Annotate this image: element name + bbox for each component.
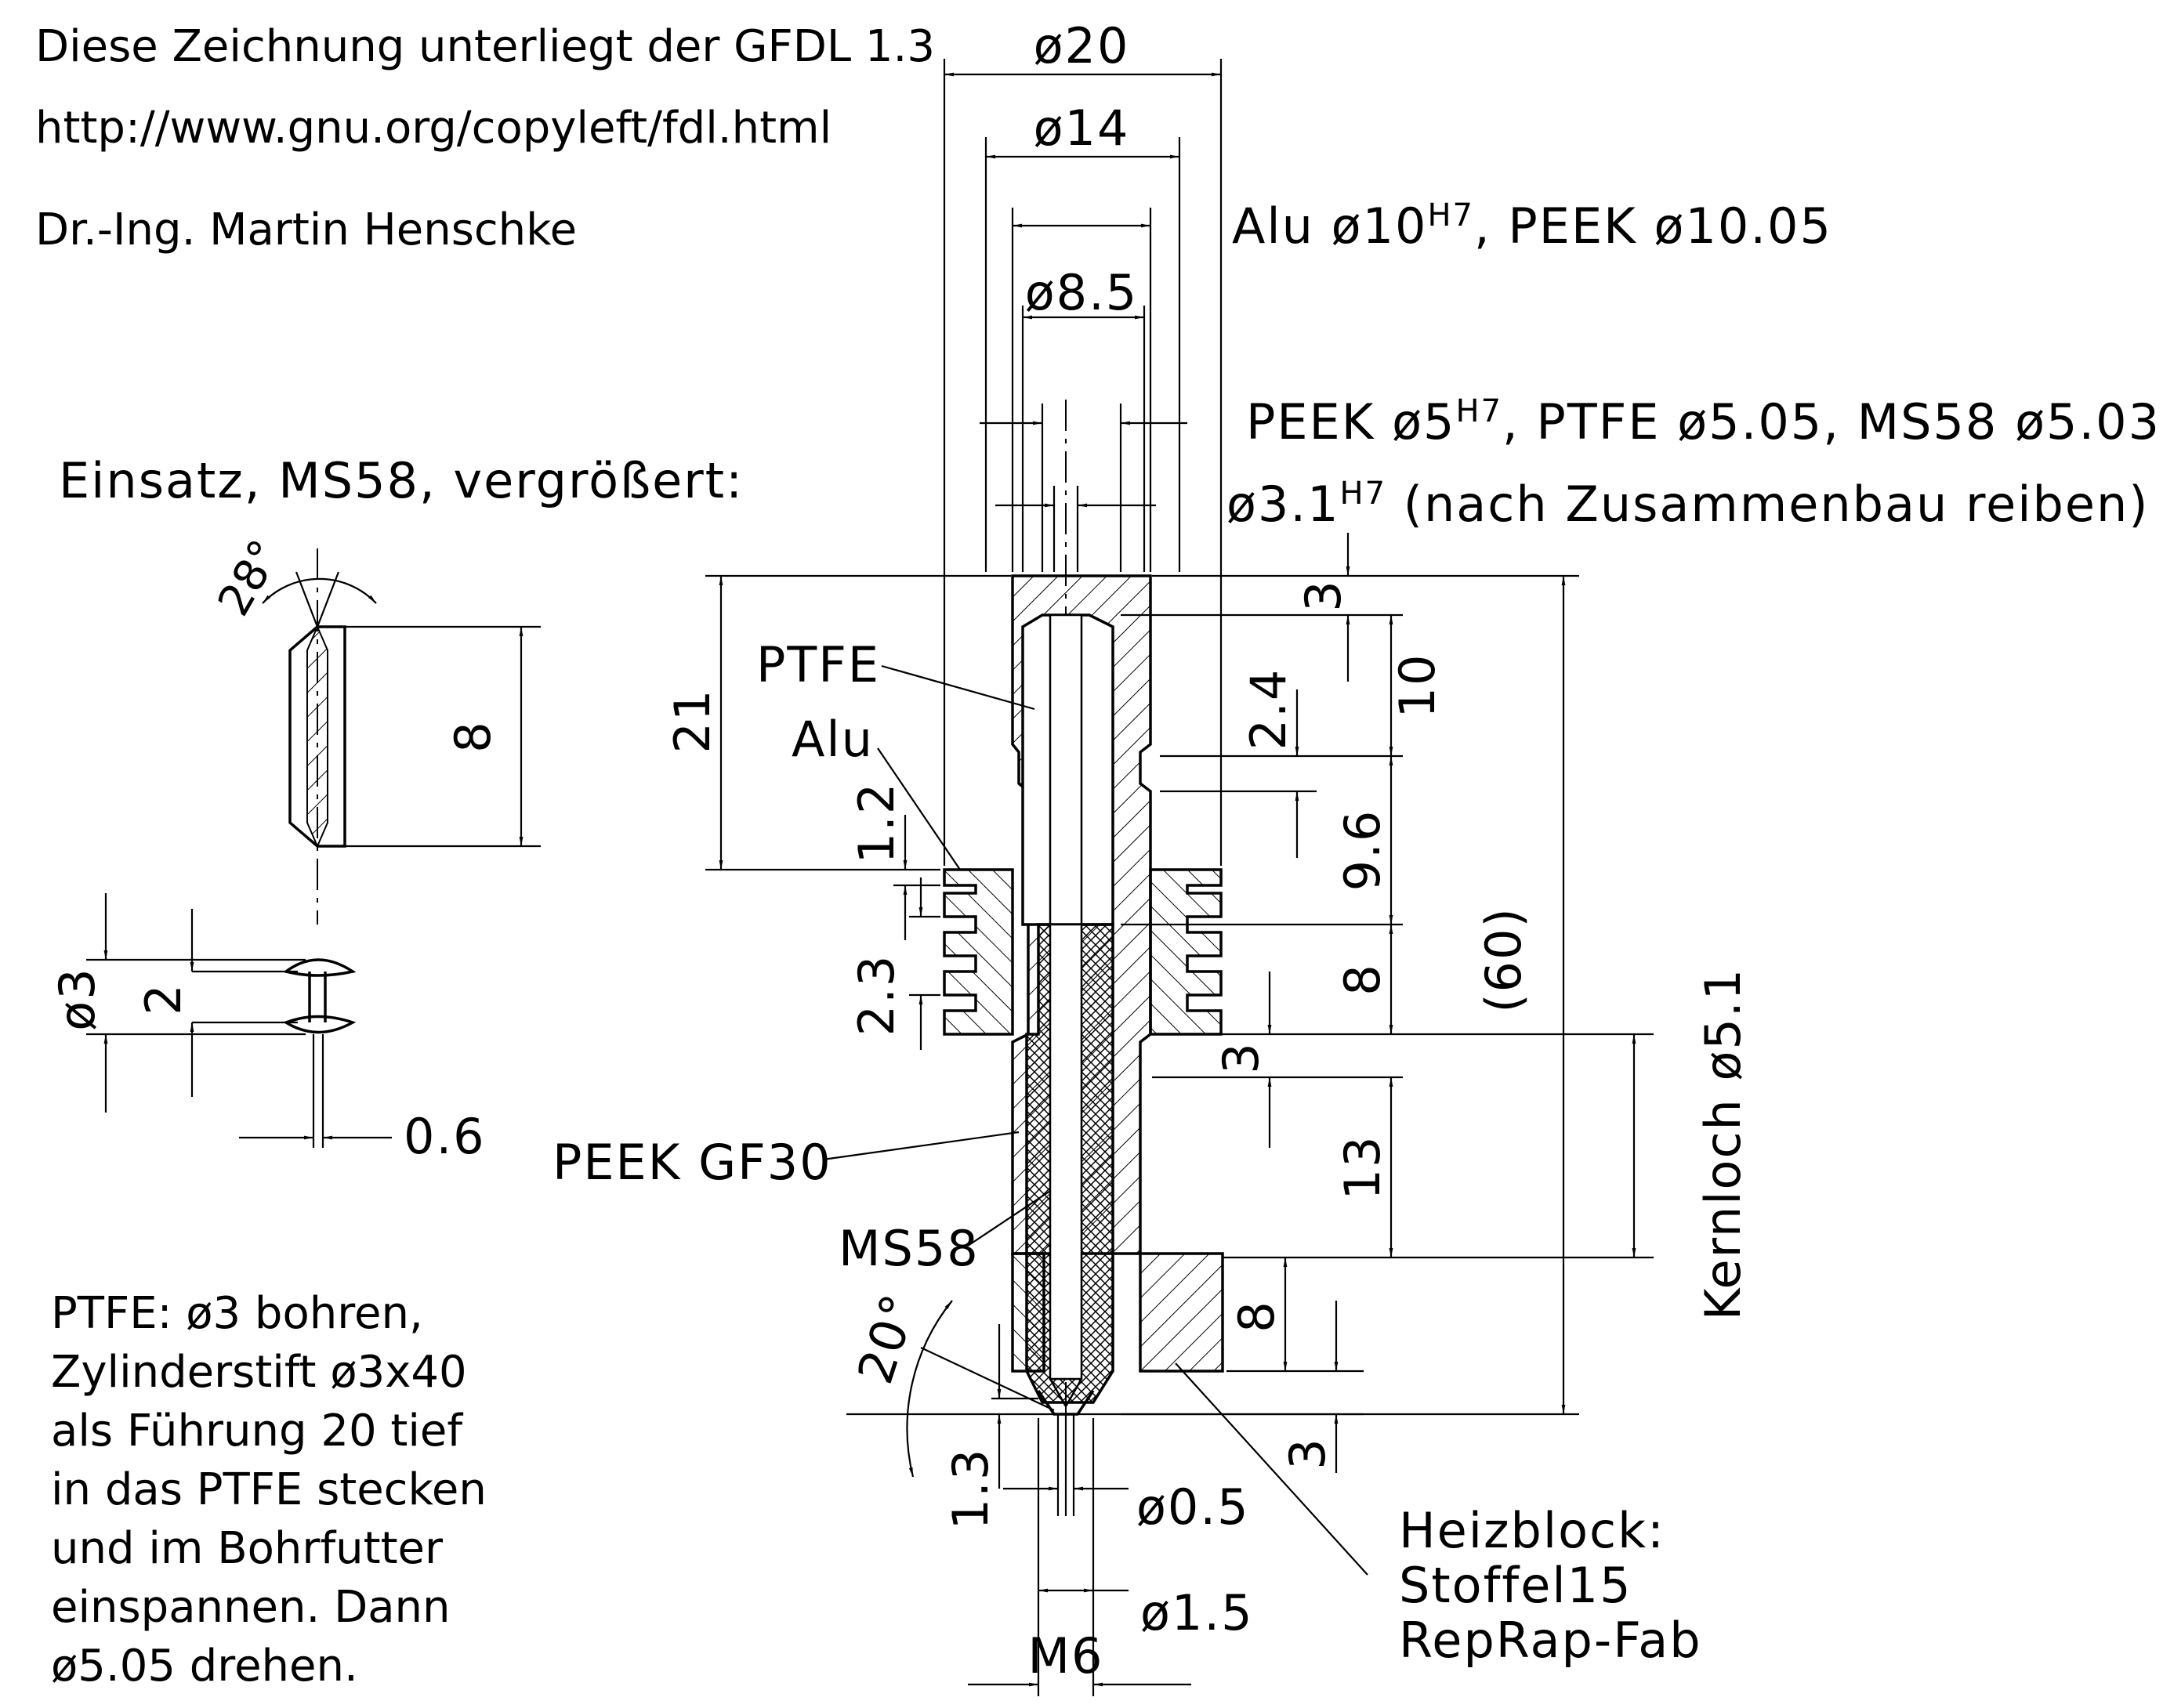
dim-d14: ø14 <box>1034 100 1130 157</box>
label-peek: PEEK GF30 <box>553 1134 832 1191</box>
dim-23: 2.3 <box>848 954 905 1037</box>
label-alu: Alu <box>792 711 874 768</box>
right-dimensions: 3 10 2.4 9.6 8 3 13 8 3 (60) Kernloch ø5 <box>846 533 1752 1473</box>
license-url: http://www.gnu.org/copyleft/fdl.html <box>35 103 832 154</box>
insert-thickness-dim: 0.6 <box>404 1108 486 1165</box>
note-line-6: einspannen. Dann <box>51 1582 451 1633</box>
note-line-4: in das PTFE stecken <box>51 1464 487 1515</box>
bottom-dimensions: 20° 1.3 ø0.5 ø1.5 M6 <box>846 1286 1254 1696</box>
dim-60: (60) <box>1475 906 1532 1012</box>
dim-96: 9.6 <box>1334 809 1391 892</box>
dim-13b: 1.3 <box>942 1448 999 1530</box>
dim-21: 21 <box>664 689 721 754</box>
label-heizblock-3: RepRap-Fab <box>1399 1612 1702 1669</box>
nozzle-section <box>943 400 1224 1516</box>
dim-3c: 3 <box>1279 1437 1336 1469</box>
left-dimensions: 21 1.2 2.3 <box>664 574 1011 1050</box>
dim-12: 1.2 <box>848 782 905 864</box>
author-text: Dr.-Ing. Martin Henschke <box>35 204 577 255</box>
note-line-2: Zylinderstift ø3x40 <box>51 1347 467 1398</box>
note-line-5: und im Bohrfutter <box>51 1523 444 1574</box>
material-labels: PTFE Alu PEEK GF30 MS58 Heizblock: Stoff… <box>553 636 1702 1669</box>
dim-angle20: 20° <box>846 1286 929 1391</box>
dim-d05: ø0.5 <box>1136 1478 1250 1536</box>
insert-top-view: ø3 2 0.6 <box>49 893 486 1165</box>
dim-10: 10 <box>1389 653 1446 718</box>
note-line-7: ø5.05 drehen. <box>51 1641 358 1692</box>
label-ptfe: PTFE <box>756 636 880 693</box>
label-heizblock-2: Stoffel15 <box>1399 1557 1632 1614</box>
label-heizblock-1: Heizblock: <box>1399 1502 1665 1559</box>
dim-alu: Alu ø10H7, PEEK ø10.05 <box>1232 197 1832 255</box>
insert-angle: 28° <box>208 532 292 624</box>
dim-bore: ø3.1H7 (nach Zusammenbau reiben) <box>1226 476 2149 533</box>
dim-3b: 3 <box>1212 1041 1270 1073</box>
dim-d20: ø20 <box>1034 17 1130 74</box>
dim-13: 13 <box>1334 1135 1391 1200</box>
license-text: Diese Zeichnung unterliegt der GFDL 1.3 <box>35 21 935 72</box>
alu-heatsink <box>943 868 1223 1036</box>
dim-8b: 8 <box>1228 1300 1285 1332</box>
note-line-1: PTFE: ø3 bohren, <box>51 1288 423 1339</box>
insert-side-view: 28° 8 <box>208 532 541 925</box>
insert-dia-dim: ø3 <box>49 967 106 1030</box>
dim-m6: M6 <box>1028 1627 1104 1684</box>
ptfe-note: PTFE: ø3 bohren, Zylinderstift ø3x40 als… <box>51 1288 487 1692</box>
insert-width-dim: 2 <box>135 982 192 1015</box>
note-line-3: als Führung 20 tief <box>51 1406 463 1457</box>
insert-title: Einsatz, MS58, vergrößert: <box>59 452 744 509</box>
dim-kernloch: Kernloch ø5.1 <box>1694 968 1752 1320</box>
insert-length-dim: 8 <box>444 720 502 752</box>
dim-3a: 3 <box>1295 579 1352 611</box>
top-dimensions: ø20 ø14 Alu ø10H7, PEEK ø10.05 ø8.5 PEEK… <box>943 17 2161 866</box>
dim-8a: 8 <box>1334 963 1391 995</box>
dim-peek: PEEK ø5H7, PTFE ø5.05, MS58 ø5.03 <box>1246 393 2161 451</box>
label-ms58: MS58 <box>839 1220 980 1277</box>
dim-d15: ø1.5 <box>1140 1584 1254 1641</box>
dim-d85: ø8.5 <box>1025 264 1139 321</box>
dim-24: 2.4 <box>1240 668 1297 751</box>
